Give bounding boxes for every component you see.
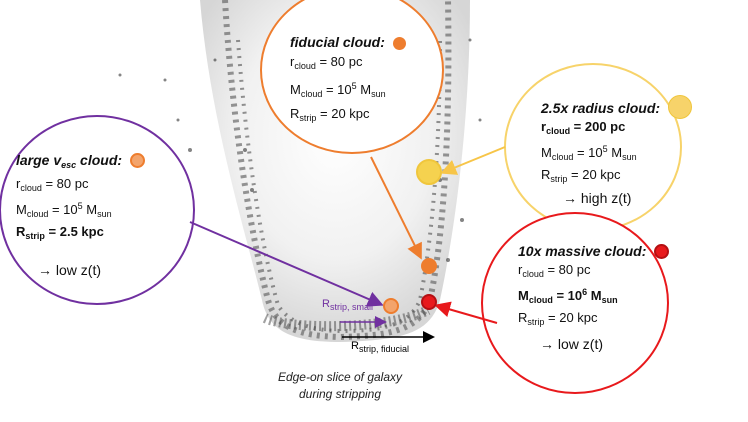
vesc-text: large vesc cloud: rcloud = 80 pc Mcloud …	[16, 152, 145, 278]
massive-result: → low z(t)	[540, 336, 603, 352]
massive-r: rcloud = 80 pc	[518, 262, 591, 279]
massive-arrow	[434, 301, 498, 324]
vesc-m: Mcloud = 105 Msun	[16, 201, 112, 219]
vesc-r: rcloud = 80 pc	[16, 176, 89, 193]
vesc-bubble	[0, 115, 195, 305]
fiducial-text: fiducial cloud: rcloud = 80 pc Mcloud = …	[290, 34, 406, 126]
vesc-arrow	[189, 221, 384, 307]
massive-title: 10x massive cloud:	[518, 243, 670, 259]
massive-m: Mcloud = 106 Msun	[518, 287, 618, 305]
radius-dot-icon	[667, 95, 692, 119]
massive-cloud-marker	[421, 294, 437, 310]
vesc-dot-icon	[129, 153, 145, 168]
vesc-cloud-marker	[383, 298, 399, 314]
radius-arrow	[440, 146, 506, 175]
vesc-result: → low z(t)	[38, 262, 101, 278]
radius-title: 2.5x radius cloud:	[541, 95, 692, 119]
caption-line-1: Edge-on slice of galaxy	[277, 370, 403, 384]
massive-s: Rstrip = 20 kpc	[518, 310, 598, 327]
figure-caption: Edge-on slice of galaxy during stripping	[255, 369, 425, 403]
massive-bubble	[481, 212, 669, 394]
fiducial-dot-icon	[392, 37, 406, 50]
fiducial-r: rcloud = 80 pc	[290, 54, 363, 71]
radius-text: 2.5x radius cloud: rcloud = 200 pc Mclou…	[541, 95, 692, 206]
massive-title-text: 10x massive cloud:	[518, 243, 647, 259]
fiducial-s: Rstrip = 20 kpc	[290, 106, 370, 123]
radius-cloud-marker	[416, 159, 442, 185]
radius-s: Rstrip = 20 kpc	[541, 167, 621, 184]
massive-text: 10x massive cloud: rcloud = 80 pc Mcloud…	[518, 243, 670, 352]
fiducial-cloud-marker	[421, 258, 437, 274]
vesc-s: Rstrip = 2.5 kpc	[16, 224, 104, 241]
radius-result: → high z(t)	[563, 190, 632, 206]
vesc-title: large vesc cloud:	[16, 152, 145, 173]
fiducial-title-text: fiducial cloud:	[290, 34, 385, 50]
massive-dot-icon	[654, 244, 670, 259]
radius-m: Mcloud = 105 Msun	[541, 144, 637, 162]
fiducial-m: Mcloud = 105 Msun	[290, 81, 386, 99]
rstrip-fiducial-label: Rstrip, fiducial	[351, 340, 409, 354]
caption-line-2: during stripping	[298, 387, 382, 401]
rstrip-small-label: Rstrip, small	[322, 298, 373, 312]
radius-r: rcloud = 200 pc	[541, 119, 626, 136]
fiducial-arrow	[370, 156, 422, 260]
fiducial-title: fiducial cloud:	[290, 34, 406, 50]
radius-title-text: 2.5x radius cloud:	[541, 100, 661, 116]
